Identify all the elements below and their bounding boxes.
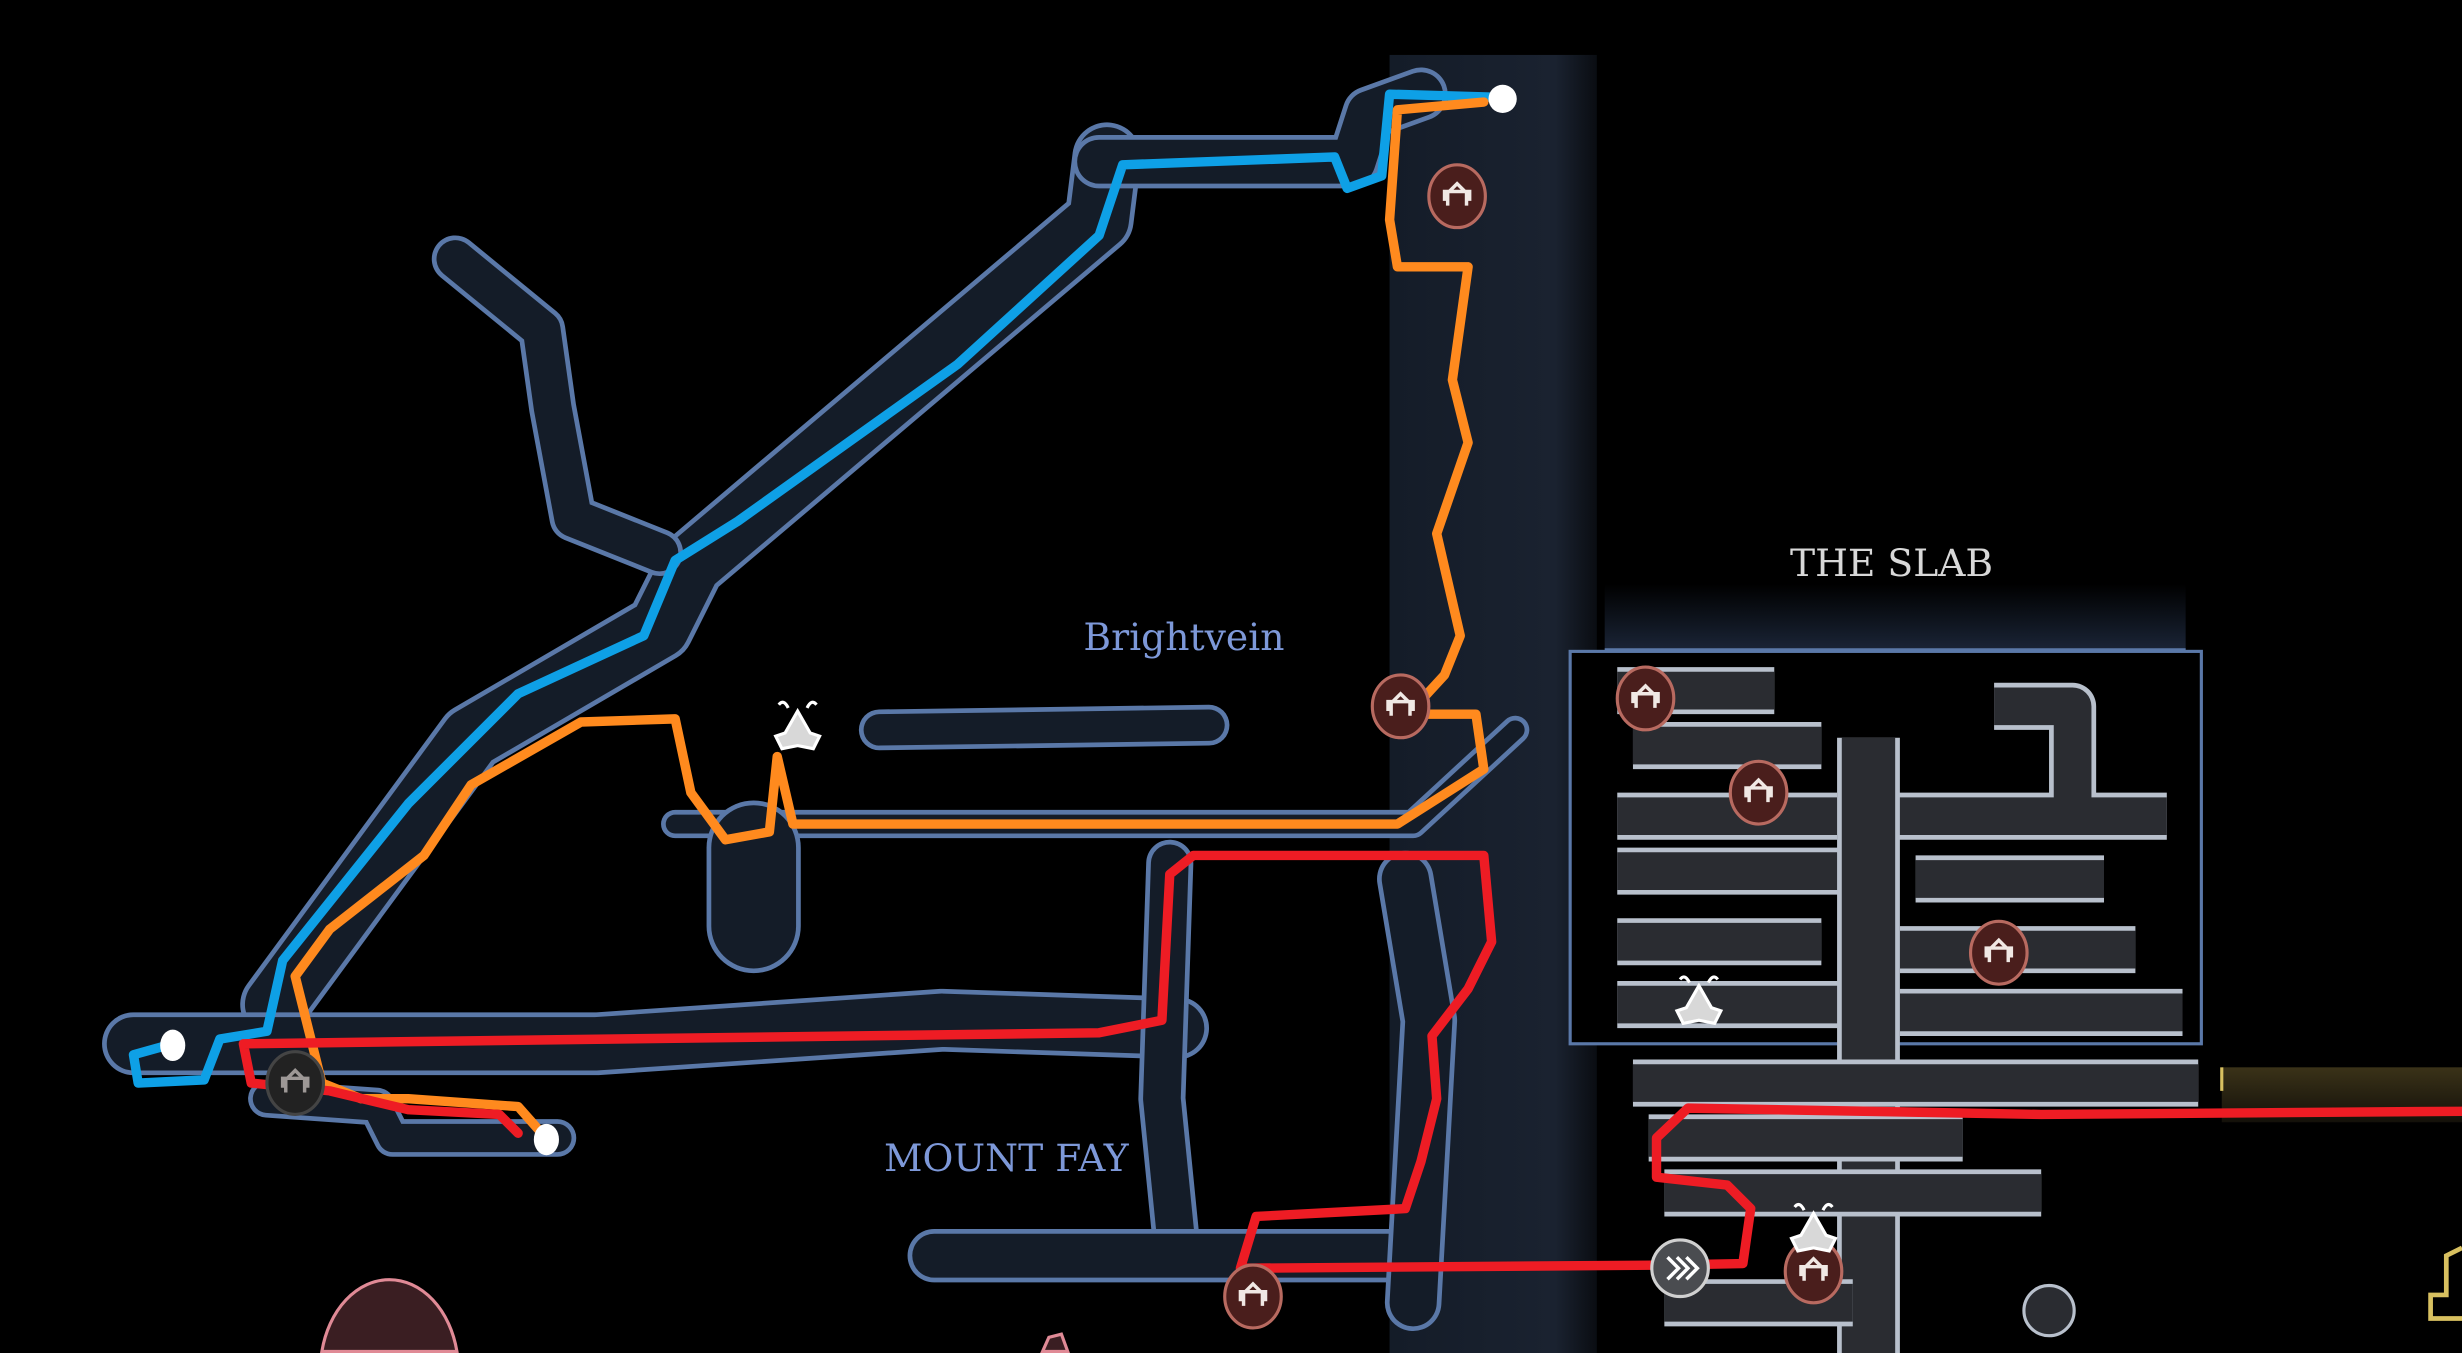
shell-vendor-icon[interactable] — [1789, 1202, 1838, 1253]
area-label-brightvein: Brightvein — [1083, 615, 1284, 659]
bench-icon[interactable] — [1370, 673, 1431, 740]
bench-icon-inactive[interactable] — [265, 1050, 326, 1116]
orange-route — [290, 97, 1489, 1138]
bench-icon[interactable] — [1427, 163, 1487, 230]
cage-icon — [2022, 1283, 2076, 1338]
bench-icon[interactable] — [1615, 665, 1676, 732]
route-endpoint-marker — [160, 1029, 186, 1062]
pink-creature-small-icon — [1040, 1332, 1070, 1353]
red-route — [238, 850, 2462, 1273]
route-endpoint-marker — [533, 1123, 559, 1156]
area-label-mount-fay: MOUNT FAY — [884, 1136, 1130, 1180]
bench-icon[interactable] — [1968, 919, 2029, 986]
area-label-the-slab: THE SLAB — [1790, 541, 1993, 585]
bench-icon[interactable] — [1728, 759, 1789, 826]
fast-travel-icon[interactable] — [1650, 1238, 1710, 1299]
route-endpoint-marker — [1488, 84, 1517, 114]
shell-vendor-icon[interactable] — [773, 700, 822, 751]
bench-icon[interactable] — [1223, 1263, 1283, 1330]
shell-vendor-icon[interactable] — [1674, 975, 1724, 1026]
blue-route — [128, 89, 1505, 1088]
pink-creature-icon — [320, 1278, 459, 1353]
